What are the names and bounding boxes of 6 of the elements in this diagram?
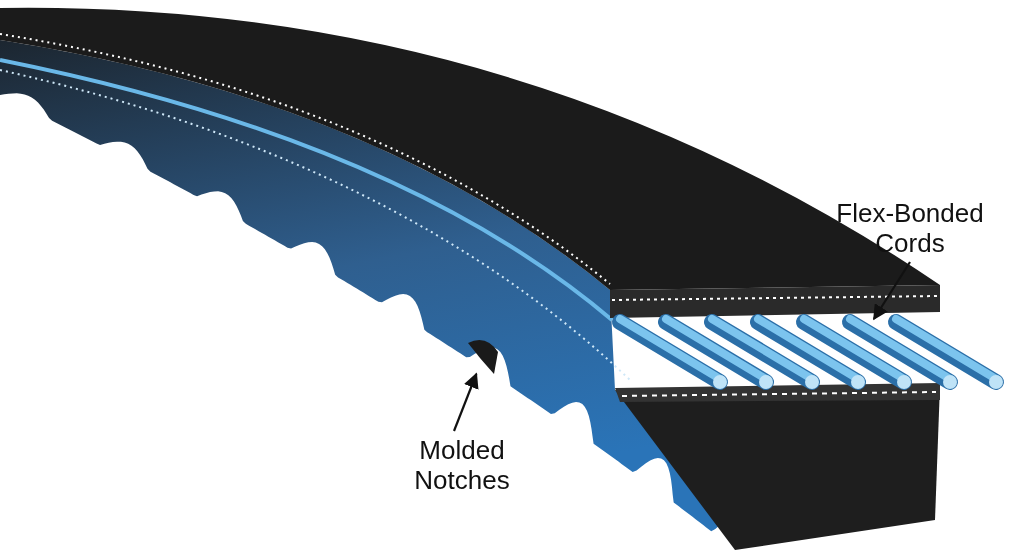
cord-drawing	[612, 314, 1004, 390]
arrow	[452, 372, 479, 432]
arrow	[872, 261, 911, 321]
callout-label: Flex-Bonded Cords	[835, 198, 985, 258]
callout-label: Molded Notches	[413, 435, 511, 495]
notch	[468, 340, 498, 374]
